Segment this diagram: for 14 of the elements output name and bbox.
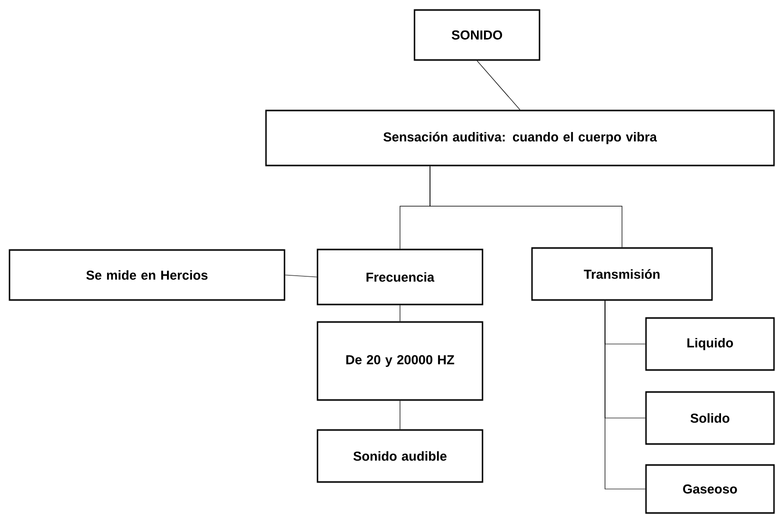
text-box: Sonido audible [316, 429, 484, 483]
connector-line [284, 274, 318, 278]
text-box: SONIDO [414, 9, 540, 61]
text-box: Liquido [645, 317, 775, 371]
text-box: Transmisión [531, 247, 713, 301]
text-box: Frecuencia [316, 248, 484, 306]
text-box: Gaseoso [645, 464, 775, 514]
connector-line [604, 300, 646, 490]
connector-line [430, 166, 622, 248]
text-box: Sensación auditiva: cuando el cuerpo vibra [265, 110, 775, 166]
text-box: De 20 y 20000 HZ [316, 321, 484, 401]
text-box: Solido [645, 391, 775, 445]
connector-line [476, 60, 520, 110]
text-box: Se mide en Hercios [8, 249, 286, 301]
